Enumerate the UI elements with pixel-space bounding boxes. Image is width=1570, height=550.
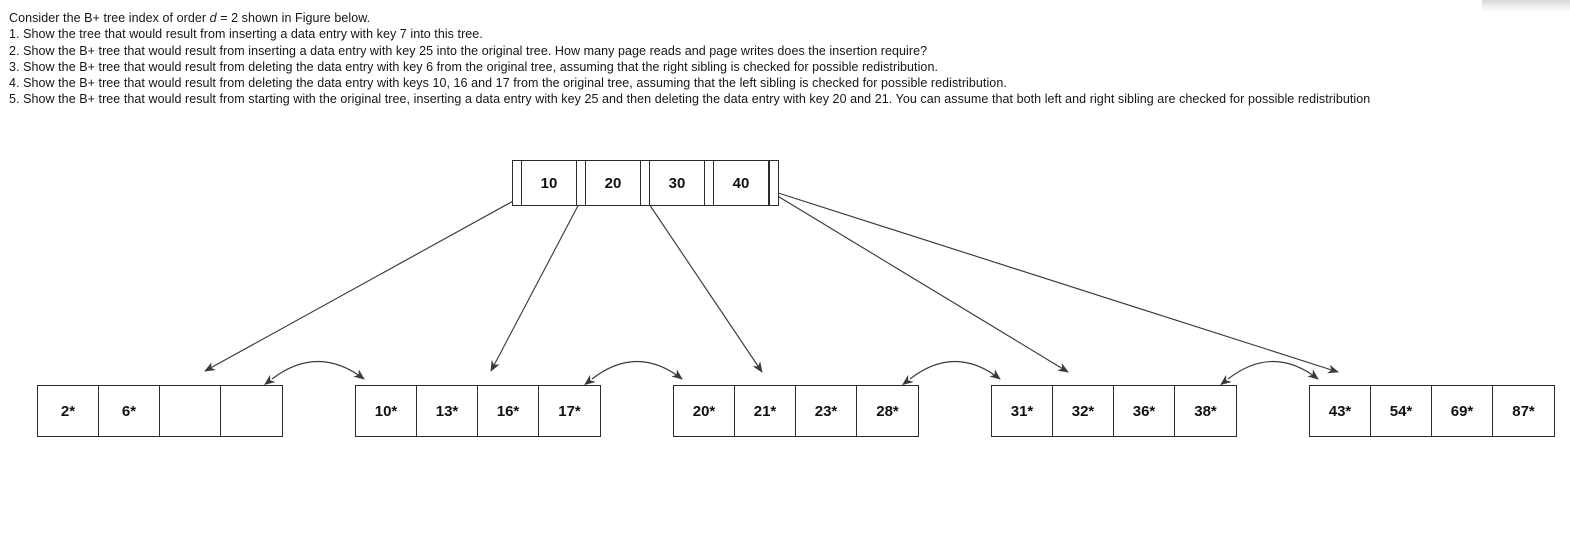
leaf-3-cell-3: 28* — [857, 386, 918, 436]
leaf-2-cell-2: 16* — [478, 386, 539, 436]
problem-statement: Consider the B+ tree index of order d = … — [9, 10, 1469, 108]
root-node: 10 20 30 40 — [512, 160, 779, 206]
leaf-2-cell-0: 10* — [356, 386, 417, 436]
leaf-3-cell-1: 21* — [735, 386, 796, 436]
leaf-4-cell-1: 32* — [1053, 386, 1114, 436]
leaf-node-3: 20* 21* 23* 28* — [673, 385, 919, 437]
leaf-3-cell-0: 20* — [674, 386, 735, 436]
leaf-2-cell-3: 17* — [539, 386, 600, 436]
edge-root-to-leaf-4 — [765, 188, 1069, 373]
leaf-5-cell-3: 87* — [1493, 386, 1554, 436]
root-key-2: 30 — [650, 161, 705, 205]
edge-root-to-leaf-5 — [771, 190, 1339, 374]
leaf-1-cell-1: 6* — [99, 386, 160, 436]
problem-line-intro-pre: Consider the B+ tree index of order — [9, 11, 210, 25]
sibling-link-leaf-1-2 — [264, 361, 365, 386]
edge-root-to-leaf-1 — [204, 199, 516, 372]
edge-root-to-leaf-3 — [644, 197, 763, 373]
root-pointer-2 — [641, 161, 650, 205]
problem-line-2: 2. Show the B+ tree that would result fr… — [9, 43, 928, 58]
problem-line-4: 4. Show the B+ tree that would result fr… — [9, 76, 1007, 91]
sibling-link-leaf-4-5 — [1220, 361, 1319, 386]
leaf-4-cell-2: 36* — [1114, 386, 1175, 436]
edge-root-to-leaf-2 — [490, 199, 582, 372]
leaf-5-cell-2: 69* — [1432, 386, 1493, 436]
screenshot-corner-artifact — [1482, 0, 1570, 12]
leaf-4-cell-3: 38* — [1175, 386, 1236, 436]
leaf-1-cell-2 — [160, 386, 221, 436]
problem-line-1: 1. Show the tree that would result from … — [9, 27, 483, 42]
root-pointer-4 — [769, 161, 778, 205]
leaf-node-1: 2* 6* — [37, 385, 283, 437]
root-key-1: 20 — [586, 161, 641, 205]
leaf-3-cell-2: 23* — [796, 386, 857, 436]
leaf-node-2: 10* 13* 16* 17* — [355, 385, 601, 437]
sibling-link-leaf-2-3 — [584, 361, 683, 386]
problem-line-3: 3. Show the B+ tree that would result fr… — [9, 59, 939, 74]
sibling-link-leaf-3-4 — [902, 361, 1001, 386]
root-key-0: 10 — [522, 161, 577, 205]
leaf-node-4: 31* 32* 36* 38* — [991, 385, 1237, 437]
leaf-1-cell-0: 2* — [38, 386, 99, 436]
leaf-5-cell-0: 43* — [1310, 386, 1371, 436]
leaf-1-cell-3 — [221, 386, 282, 436]
root-key-3: 40 — [714, 161, 769, 205]
order-variable-d: d — [209, 11, 217, 25]
problem-line-intro: Consider the B+ tree index of order d = … — [9, 10, 1469, 26]
problem-line-5: 5. Show the B+ tree that would result fr… — [9, 92, 1371, 107]
leaf-2-cell-1: 13* — [417, 386, 478, 436]
root-pointer-0 — [513, 161, 522, 205]
problem-line-intro-post: = 2 shown in Figure below. — [216, 11, 371, 25]
leaf-5-cell-1: 54* — [1371, 386, 1432, 436]
root-pointer-3 — [705, 161, 714, 205]
leaf-node-5: 43* 54* 69* 87* — [1309, 385, 1555, 437]
leaf-4-cell-0: 31* — [992, 386, 1053, 436]
root-pointer-1 — [577, 161, 586, 205]
